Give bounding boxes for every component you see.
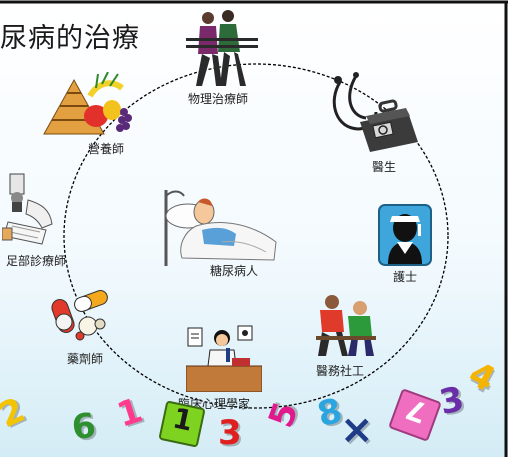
role-label-nurse: 護士 (393, 270, 418, 284)
center-label: 糖尿病人 (210, 264, 259, 278)
stethoscope-doctor-bag-icon (332, 72, 418, 152)
page-title: 尿病的治療 (0, 23, 140, 54)
role-label-podiatrist: 足部診療師 (6, 254, 67, 268)
nurse-icon (378, 204, 432, 266)
decor-number: 7 (401, 391, 432, 430)
physiotherapist-figures-icon (186, 10, 258, 86)
role-label-pharmacist: 藥劑師 (67, 352, 104, 366)
decor-number: × (340, 407, 374, 453)
care-circle (63, 63, 449, 409)
role-label-social-worker: 醫務社工 (316, 364, 365, 378)
bandaged-foot-icon (2, 173, 53, 245)
patient-in-bed-icon (164, 190, 277, 266)
psychologist-desk-icon (186, 325, 262, 392)
food-pyramid-fruit-icon (43, 72, 132, 135)
decor-number-block: 1 (158, 400, 206, 448)
decor-number: 3 (218, 413, 242, 453)
decor-number: 1 (169, 401, 196, 438)
role-label-physiotherapist: 物理治療師 (188, 92, 249, 106)
role-label-dietitian: 營養師 (88, 142, 125, 156)
social-worker-meeting-icon (316, 295, 376, 356)
decor-number: 6 (69, 405, 99, 449)
role-label-doctor: 醫生 (372, 160, 397, 174)
pills-icon (51, 290, 108, 341)
